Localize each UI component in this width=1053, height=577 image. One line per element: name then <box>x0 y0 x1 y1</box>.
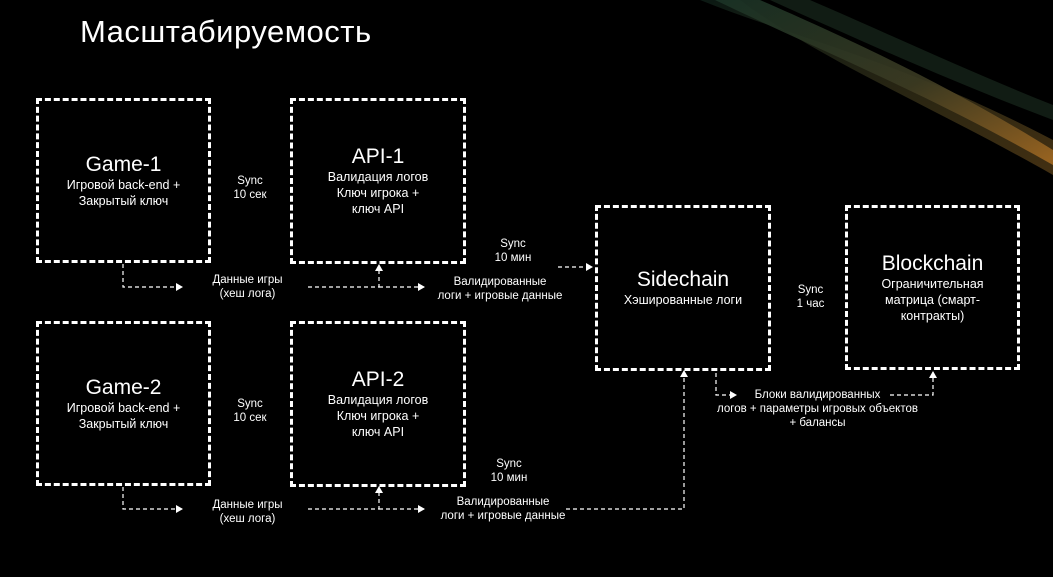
node-title: API-2 <box>352 368 405 392</box>
node-game-2: Game-2 Игровой back-end + Закрытый ключ <box>36 321 211 486</box>
label-data-game2: Данные игры (хеш лога) <box>185 498 310 526</box>
node-sidechain: Sidechain Хэшированные логи <box>595 205 771 371</box>
node-subtitle: Валидация логов Ключ игрока + ключ API <box>328 392 428 440</box>
label-validated-api2: Валидированные логи + игровые данные <box>423 495 583 523</box>
label-blocks-to-blockchain: Блоки валидированных логов + параметры и… <box>700 388 935 430</box>
label-sync-api1-sidechain: Sync 10 мин <box>483 237 543 265</box>
node-subtitle: Хэшированные логи <box>624 292 742 308</box>
label-sync-game2-api2: Sync 10 сек <box>220 397 280 425</box>
node-title: Game-2 <box>86 376 162 400</box>
node-title: Sidechain <box>637 268 729 292</box>
label-sync-api2-sidechain: Sync 10 мин <box>479 457 539 485</box>
node-game-1: Game-1 Игровой back-end + Закрытый ключ <box>36 98 211 263</box>
node-api-1: API-1 Валидация логов Ключ игрока + ключ… <box>290 98 466 264</box>
label-sync-sidechain-blockchain: Sync 1 час <box>783 283 838 311</box>
node-blockchain: Blockchain Ограничительная матрица (смар… <box>845 205 1020 370</box>
connector-game2-data <box>123 487 182 509</box>
node-api-2: API-2 Валидация логов Ключ игрока + ключ… <box>290 321 466 487</box>
connector-game1-data <box>123 264 182 287</box>
node-subtitle: Игровой back-end + Закрытый ключ <box>67 400 181 432</box>
node-subtitle: Ограничительная матрица (смарт- контракт… <box>881 276 983 324</box>
connector-data-api1 <box>308 265 379 287</box>
node-subtitle: Игровой back-end + Закрытый ключ <box>67 177 181 209</box>
decorative-swoosh <box>700 0 1053 175</box>
connector-data-api2 <box>308 487 379 509</box>
node-title: Game-1 <box>86 153 162 177</box>
node-title: Blockchain <box>882 252 984 276</box>
slide-title: Масштабируемость <box>80 14 372 50</box>
label-sync-game1-api1: Sync 10 сек <box>220 174 280 202</box>
node-title: API-1 <box>352 145 405 169</box>
node-subtitle: Валидация логов Ключ игрока + ключ API <box>328 169 428 217</box>
label-data-game1: Данные игры (хеш лога) <box>185 273 310 301</box>
connector-validated2-sidechain <box>566 371 684 509</box>
label-validated-api1: Валидированные логи + игровые данные <box>420 275 580 303</box>
